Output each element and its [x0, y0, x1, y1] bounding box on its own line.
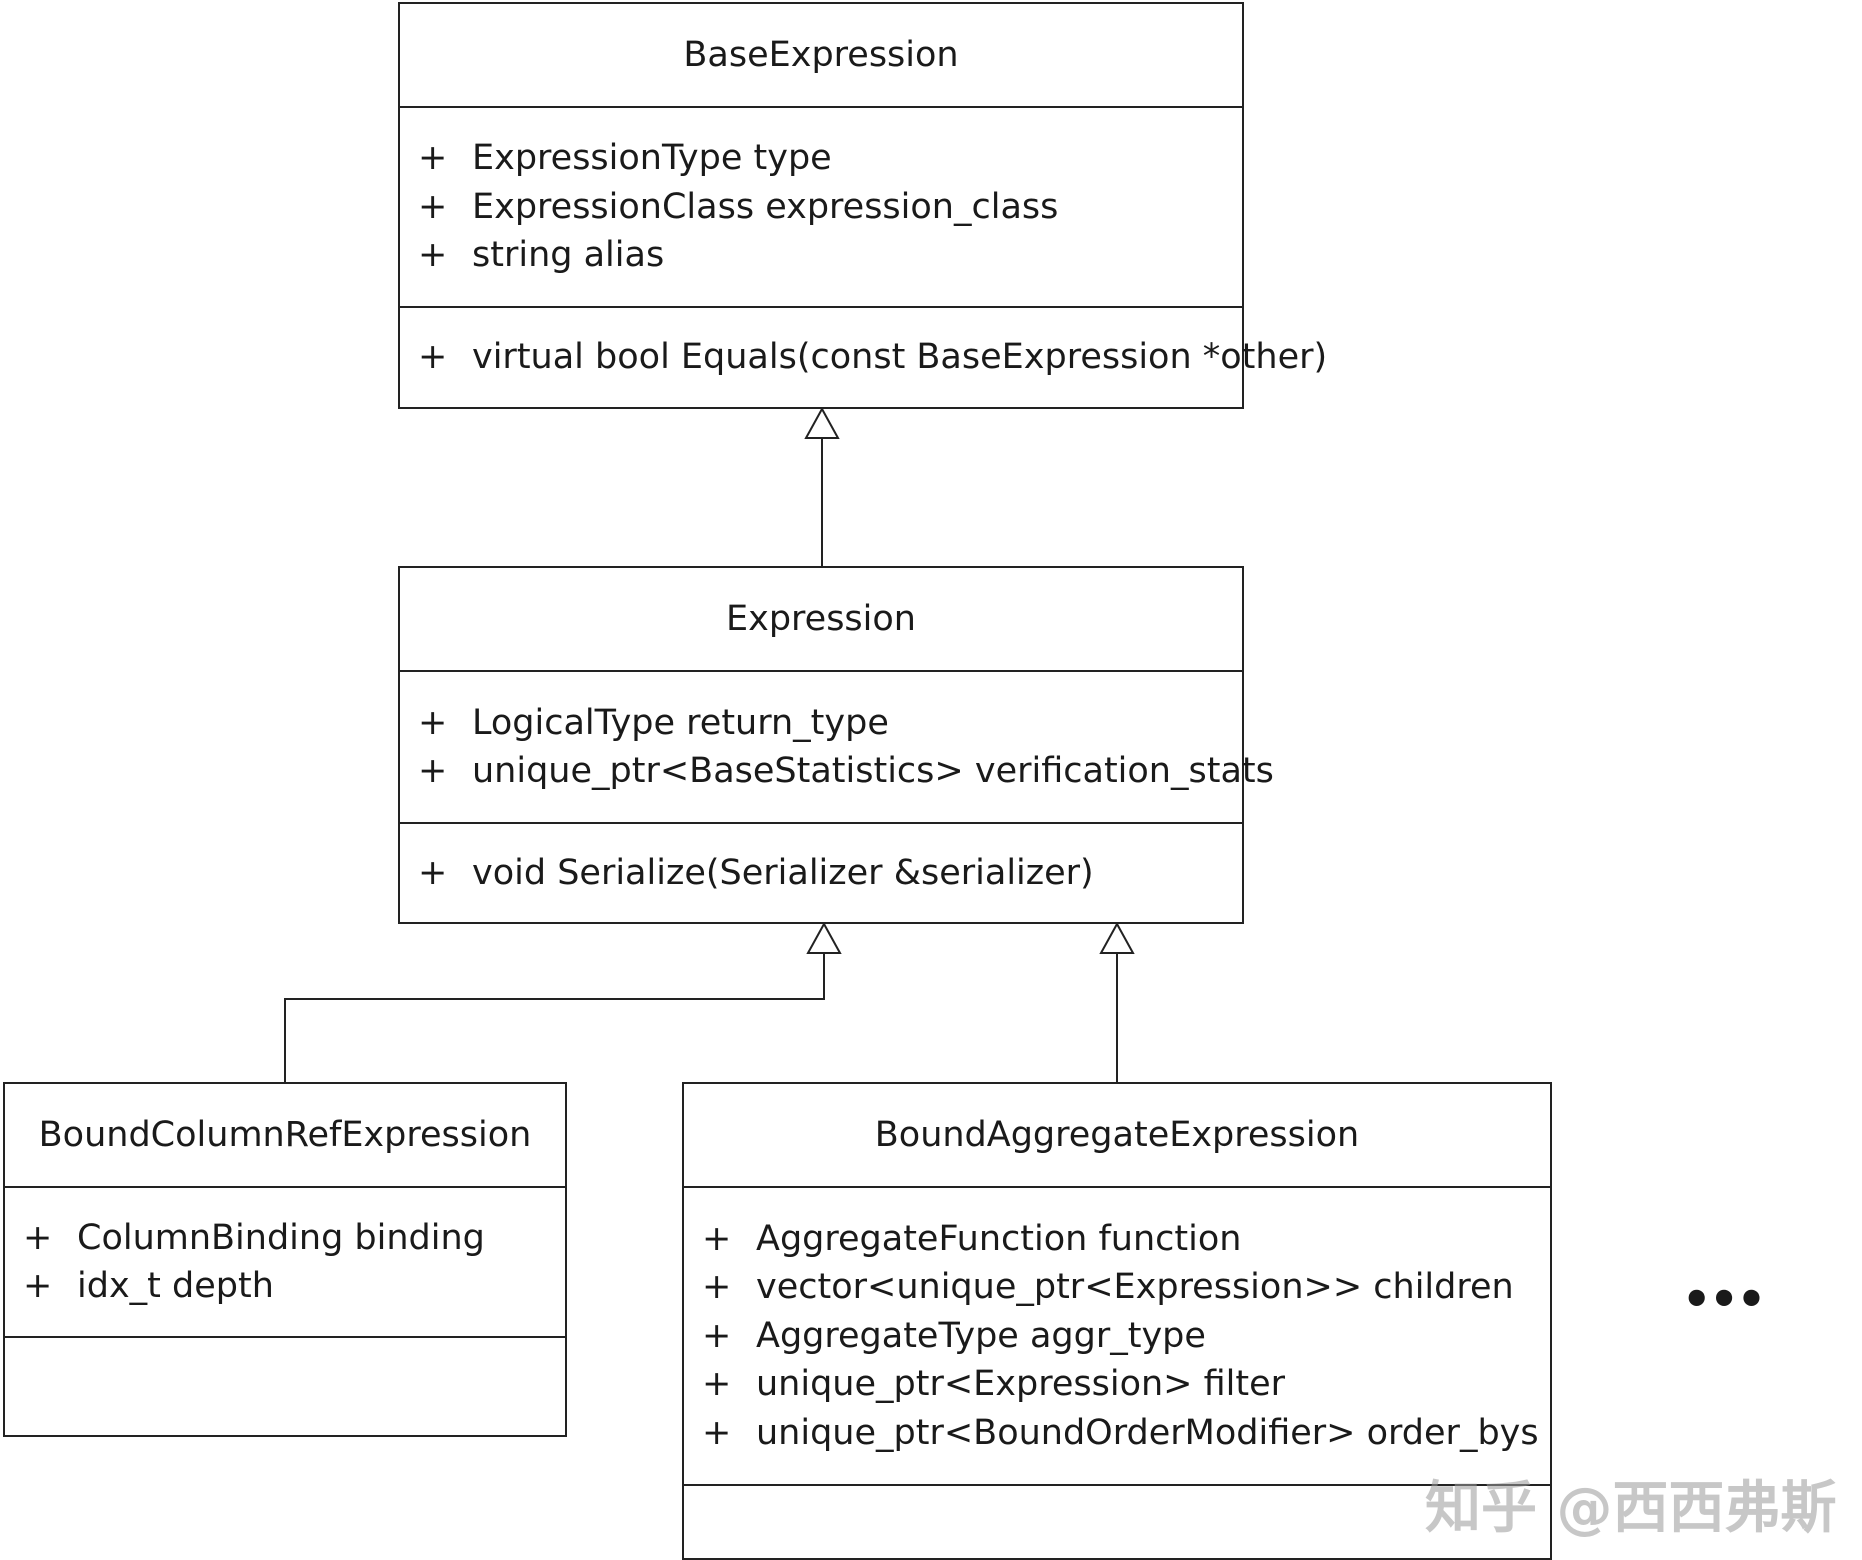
inheritance-line-columnref-to-expression [284, 953, 825, 1082]
attribute-text: ExpressionClass expression_class [472, 186, 1059, 227]
attribute-row: + LogicalType return_type [418, 699, 1224, 748]
attribute-text: LogicalType return_type [472, 702, 889, 743]
visibility-marker: + [418, 751, 448, 791]
class-name: BoundAggregateExpression [684, 1084, 1550, 1188]
visibility-marker: + [418, 138, 448, 179]
method-list [5, 1338, 565, 1435]
inheritance-arrowhead-expression-right [1099, 921, 1135, 954]
class-name: Expression [400, 568, 1242, 672]
method-row: + void Serialize(Serializer &serializer) [418, 849, 1224, 898]
method-text: void Serialize(Serializer &serializer) [472, 852, 1094, 893]
inheritance-arrowhead-base [804, 406, 840, 439]
visibility-marker: + [23, 1217, 53, 1258]
visibility-marker: + [702, 1218, 732, 1259]
method-list [684, 1486, 1550, 1558]
attribute-row: + idx_t depth [23, 1262, 547, 1311]
visibility-marker: + [23, 1266, 53, 1306]
attribute-row: + string alias [418, 231, 1224, 280]
more-classes-ellipsis: ••• [1682, 1272, 1766, 1326]
class-bound-column-ref-expression: BoundColumnRefExpression + ColumnBinding… [3, 1082, 567, 1437]
attribute-list: + AggregateFunction function + vector<un… [684, 1188, 1550, 1486]
attribute-row: + ExpressionType type [418, 134, 1224, 183]
attribute-row: + ColumnBinding binding [23, 1214, 547, 1263]
visibility-marker: + [702, 1267, 732, 1308]
inheritance-arrowhead-expression-left [806, 921, 842, 954]
visibility-marker: + [702, 1315, 732, 1356]
visibility-marker: + [418, 337, 448, 378]
attribute-list: + ColumnBinding binding + idx_t depth [5, 1188, 565, 1338]
attribute-row: + unique_ptr<BoundOrderModifier> order_b… [702, 1409, 1539, 1458]
attribute-text: ExpressionType type [472, 138, 832, 179]
attribute-text: ColumnBinding binding [77, 1217, 485, 1258]
method-list: + virtual bool Equals(const BaseExpressi… [400, 308, 1327, 407]
attribute-row: + AggregateFunction function [702, 1215, 1532, 1264]
attribute-list: + ExpressionType type + ExpressionClass … [400, 108, 1242, 308]
method-text: virtual bool Equals(const BaseExpression… [472, 337, 1328, 378]
class-name: BaseExpression [400, 4, 1242, 108]
attribute-row: + unique_ptr<BaseStatistics> verificatio… [418, 747, 1274, 796]
attribute-text: unique_ptr<BaseStatistics> verification_… [472, 751, 1274, 791]
attribute-list: + LogicalType return_type + unique_ptr<B… [400, 672, 1274, 824]
visibility-marker: + [418, 186, 448, 227]
visibility-marker: + [418, 235, 448, 276]
attribute-text: unique_ptr<BoundOrderModifier> order_bys [756, 1412, 1539, 1453]
visibility-marker: + [702, 1412, 732, 1453]
attribute-text: unique_ptr<Expression> filter [756, 1364, 1286, 1405]
attribute-row: + AggregateType aggr_type [702, 1312, 1532, 1361]
visibility-marker: + [418, 852, 448, 893]
attribute-text: AggregateFunction function [756, 1218, 1242, 1259]
attribute-text: vector<unique_ptr<Expression>> children [756, 1267, 1514, 1308]
class-base-expression: BaseExpression + ExpressionType type + E… [398, 2, 1327, 409]
attribute-row: + unique_ptr<Expression> filter [702, 1360, 1532, 1409]
class-expression: Expression + LogicalType return_type + u… [398, 566, 1274, 924]
attribute-text: string alias [472, 235, 665, 276]
method-row: + virtual bool Equals(const BaseExpressi… [418, 333, 1327, 382]
attribute-text: AggregateType aggr_type [756, 1315, 1206, 1356]
visibility-marker: + [418, 702, 448, 743]
visibility-marker: + [702, 1364, 732, 1405]
class-name: BoundColumnRefExpression [5, 1084, 565, 1188]
attribute-text: idx_t depth [77, 1266, 274, 1306]
watermark: 知乎 @西西弗斯 [1425, 1476, 1837, 1541]
attribute-row: + vector<unique_ptr<Expression>> childre… [702, 1263, 1532, 1312]
attribute-row: + ExpressionClass expression_class [418, 183, 1224, 232]
method-list: + void Serialize(Serializer &serializer) [400, 824, 1242, 922]
class-bound-aggregate-expression: BoundAggregateExpression + AggregateFunc… [682, 1082, 1552, 1560]
